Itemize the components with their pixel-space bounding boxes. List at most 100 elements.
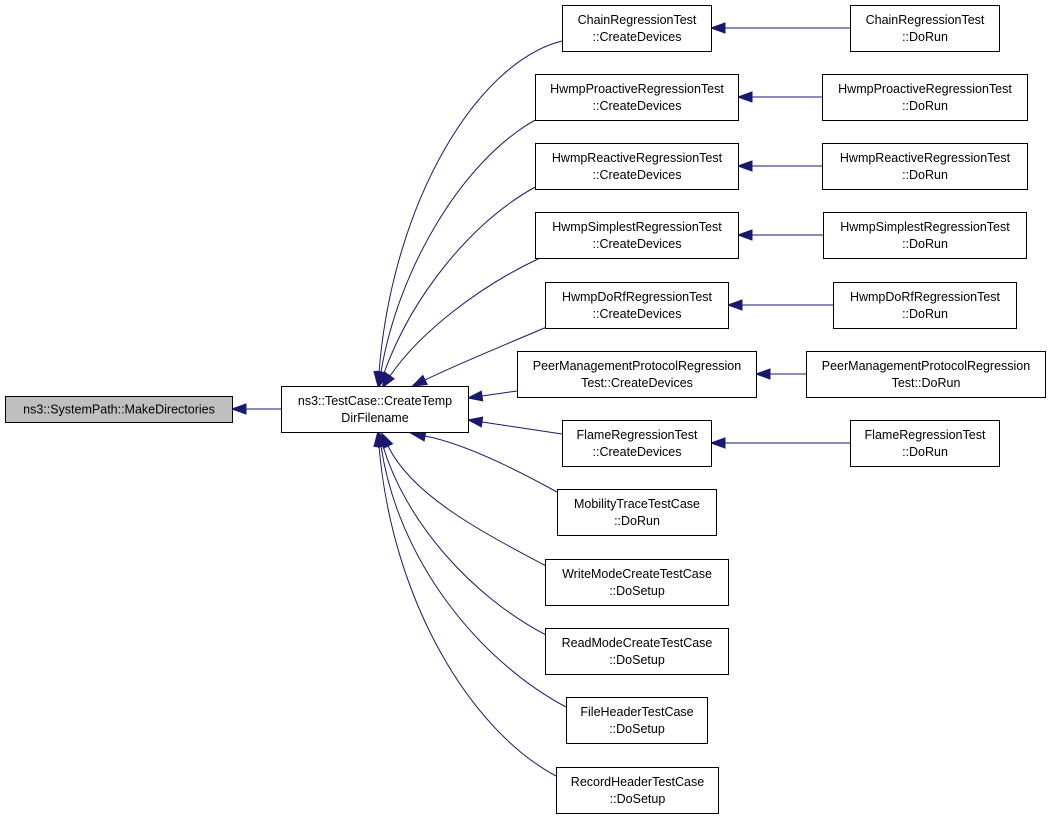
edge-arrowhead xyxy=(736,229,753,241)
edge-arrowhead xyxy=(411,374,428,387)
node-label-line: FlameRegressionTest xyxy=(577,428,698,442)
node-box xyxy=(822,74,1028,121)
node-proactive-create[interactable]: HwmpProactiveRegressionTest::CreateDevic… xyxy=(535,74,739,121)
edge-arrowhead xyxy=(754,368,771,380)
edge-chain-dorun-to-chain-create xyxy=(709,22,850,34)
node-reactive-dorun[interactable]: HwmpReactiveRegressionTest::DoRun xyxy=(822,143,1028,190)
node-label-line: ns3::TestCase::CreateTemp xyxy=(298,394,452,408)
node-chain-dorun[interactable]: ChainRegressionTest::DoRun xyxy=(850,5,1000,52)
node-recordheader-dosetup[interactable]: RecordHeaderTestCase::DoSetup xyxy=(556,767,719,814)
edge-line xyxy=(424,325,550,381)
node-box xyxy=(545,628,729,675)
edge-dorf-create-to-create-temp-dir-filename xyxy=(411,325,550,387)
node-label-line: ::DoRun xyxy=(902,445,948,459)
edge-recordheader-dosetup-to-create-temp-dir-filename xyxy=(373,430,557,777)
node-make-directories[interactable]: ns3::SystemPath::MakeDirectories xyxy=(5,396,233,423)
node-label-line: ChainRegressionTest xyxy=(866,13,985,27)
node-label-line: DirFilename xyxy=(341,411,408,425)
edge-chain-create-to-create-temp-dir-filename xyxy=(373,40,563,388)
node-label-line: RecordHeaderTestCase xyxy=(571,775,704,789)
edge-arrowhead xyxy=(736,160,753,172)
node-label-line: FlameRegressionTest xyxy=(865,428,986,442)
node-box xyxy=(535,143,739,190)
node-label-line: Test::CreateDevices xyxy=(581,376,693,390)
node-label-line: ReadModeCreateTestCase xyxy=(562,636,713,650)
node-label-line: ::DoRun xyxy=(902,168,948,182)
node-reactive-create[interactable]: HwmpReactiveRegressionTest::CreateDevice… xyxy=(535,143,739,190)
node-flame-create[interactable]: FlameRegressionTest::CreateDevices xyxy=(562,420,712,467)
edges-layer xyxy=(230,22,850,777)
node-box xyxy=(556,767,719,814)
node-label-line: ::DoRun xyxy=(902,307,948,321)
node-box xyxy=(850,420,1000,467)
node-label-line: HwmpReactiveRegressionTest xyxy=(840,151,1011,165)
node-label-line: ::CreateDevices xyxy=(593,445,682,459)
node-box xyxy=(545,282,729,329)
node-label-line: ::DoRun xyxy=(614,514,660,528)
node-box xyxy=(566,697,708,744)
node-label-line: ::CreateDevices xyxy=(593,99,682,113)
edge-line xyxy=(387,445,549,568)
node-readmode-dosetup[interactable]: ReadModeCreateTestCase::DoSetup xyxy=(545,628,729,675)
node-proactive-dorun[interactable]: HwmpProactiveRegressionTest::DoRun xyxy=(822,74,1028,121)
node-simplest-create[interactable]: HwmpSimplestRegressionTest::CreateDevice… xyxy=(535,212,739,259)
node-peer-create[interactable]: PeerManagementProtocolRegressionTest::Cr… xyxy=(517,351,757,398)
edge-readmode-dosetup-to-create-temp-dir-filename xyxy=(377,431,549,637)
node-label-line: ::CreateDevices xyxy=(593,237,682,251)
edge-line xyxy=(378,40,563,373)
node-label-line: HwmpProactiveRegressionTest xyxy=(838,82,1012,96)
edge-flame-create-to-create-temp-dir-filename xyxy=(466,416,563,435)
node-writemode-dosetup[interactable]: WriteModeCreateTestCase::DoSetup xyxy=(545,559,729,606)
node-chain-create[interactable]: ChainRegressionTest::CreateDevices xyxy=(562,5,712,52)
node-peer-dorun[interactable]: PeerManagementProtocolRegressionTest::Do… xyxy=(806,351,1046,398)
node-box xyxy=(562,420,712,467)
edge-line xyxy=(481,390,518,397)
edge-dorf-dorun-to-dorf-create xyxy=(726,299,833,311)
node-label-line: ::DoRun xyxy=(902,237,948,251)
node-label-line: ::CreateDevices xyxy=(593,168,682,182)
node-box xyxy=(281,386,469,433)
edge-line xyxy=(378,445,557,777)
edge-create-temp-dir-filename-to-make-directories xyxy=(230,403,281,415)
node-box xyxy=(557,489,717,536)
edge-line xyxy=(380,118,538,373)
node-label-line: HwmpSimplestRegressionTest xyxy=(552,220,722,234)
edge-line xyxy=(424,435,558,493)
edge-line xyxy=(389,257,541,377)
edge-line xyxy=(382,445,549,637)
node-box xyxy=(562,5,712,52)
node-mobility-dorun[interactable]: MobilityTraceTestCase::DoRun xyxy=(557,489,717,536)
node-box xyxy=(517,351,757,398)
edge-arrowhead xyxy=(709,437,726,449)
node-label-line: ::DoSetup xyxy=(609,584,665,598)
node-label-line: ::DoSetup xyxy=(609,722,665,736)
node-label-line: ::CreateDevices xyxy=(593,307,682,321)
edge-simplest-create-to-create-temp-dir-filename xyxy=(381,257,541,389)
node-simplest-dorun[interactable]: HwmpSimplestRegressionTest::DoRun xyxy=(823,212,1027,259)
node-label-line: HwmpDoRfRegressionTest xyxy=(850,290,1001,304)
edge-peer-create-to-create-temp-dir-filename xyxy=(466,390,518,402)
node-label-line: HwmpReactiveRegressionTest xyxy=(552,151,723,165)
edge-reactive-dorun-to-reactive-create xyxy=(736,160,822,172)
node-label-line: ::CreateDevices xyxy=(593,30,682,44)
node-box xyxy=(545,559,729,606)
node-box xyxy=(822,143,1028,190)
node-box xyxy=(833,282,1017,329)
edge-arrowhead xyxy=(726,299,743,311)
edge-arrowhead xyxy=(466,390,484,402)
node-flame-dorun[interactable]: FlameRegressionTest::DoRun xyxy=(850,420,1000,467)
node-box xyxy=(806,351,1046,398)
node-label-line: ::DoSetup xyxy=(610,792,666,806)
edge-line xyxy=(383,185,538,374)
node-fileheader-dosetup[interactable]: FileHeaderTestCase::DoSetup xyxy=(566,697,708,744)
edge-arrowhead xyxy=(381,372,395,389)
node-label-line: PeerManagementProtocolRegression xyxy=(533,359,741,373)
node-dorf-dorun[interactable]: HwmpDoRfRegressionTest::DoRun xyxy=(833,282,1017,329)
node-label-line: WriteModeCreateTestCase xyxy=(562,567,712,581)
edge-proactive-dorun-to-proactive-create xyxy=(736,91,822,103)
edge-peer-dorun-to-peer-create xyxy=(754,368,806,380)
node-label-line: ::DoRun xyxy=(902,99,948,113)
node-dorf-create[interactable]: HwmpDoRfRegressionTest::CreateDevices xyxy=(545,282,729,329)
node-label-line: ::DoSetup xyxy=(609,653,665,667)
